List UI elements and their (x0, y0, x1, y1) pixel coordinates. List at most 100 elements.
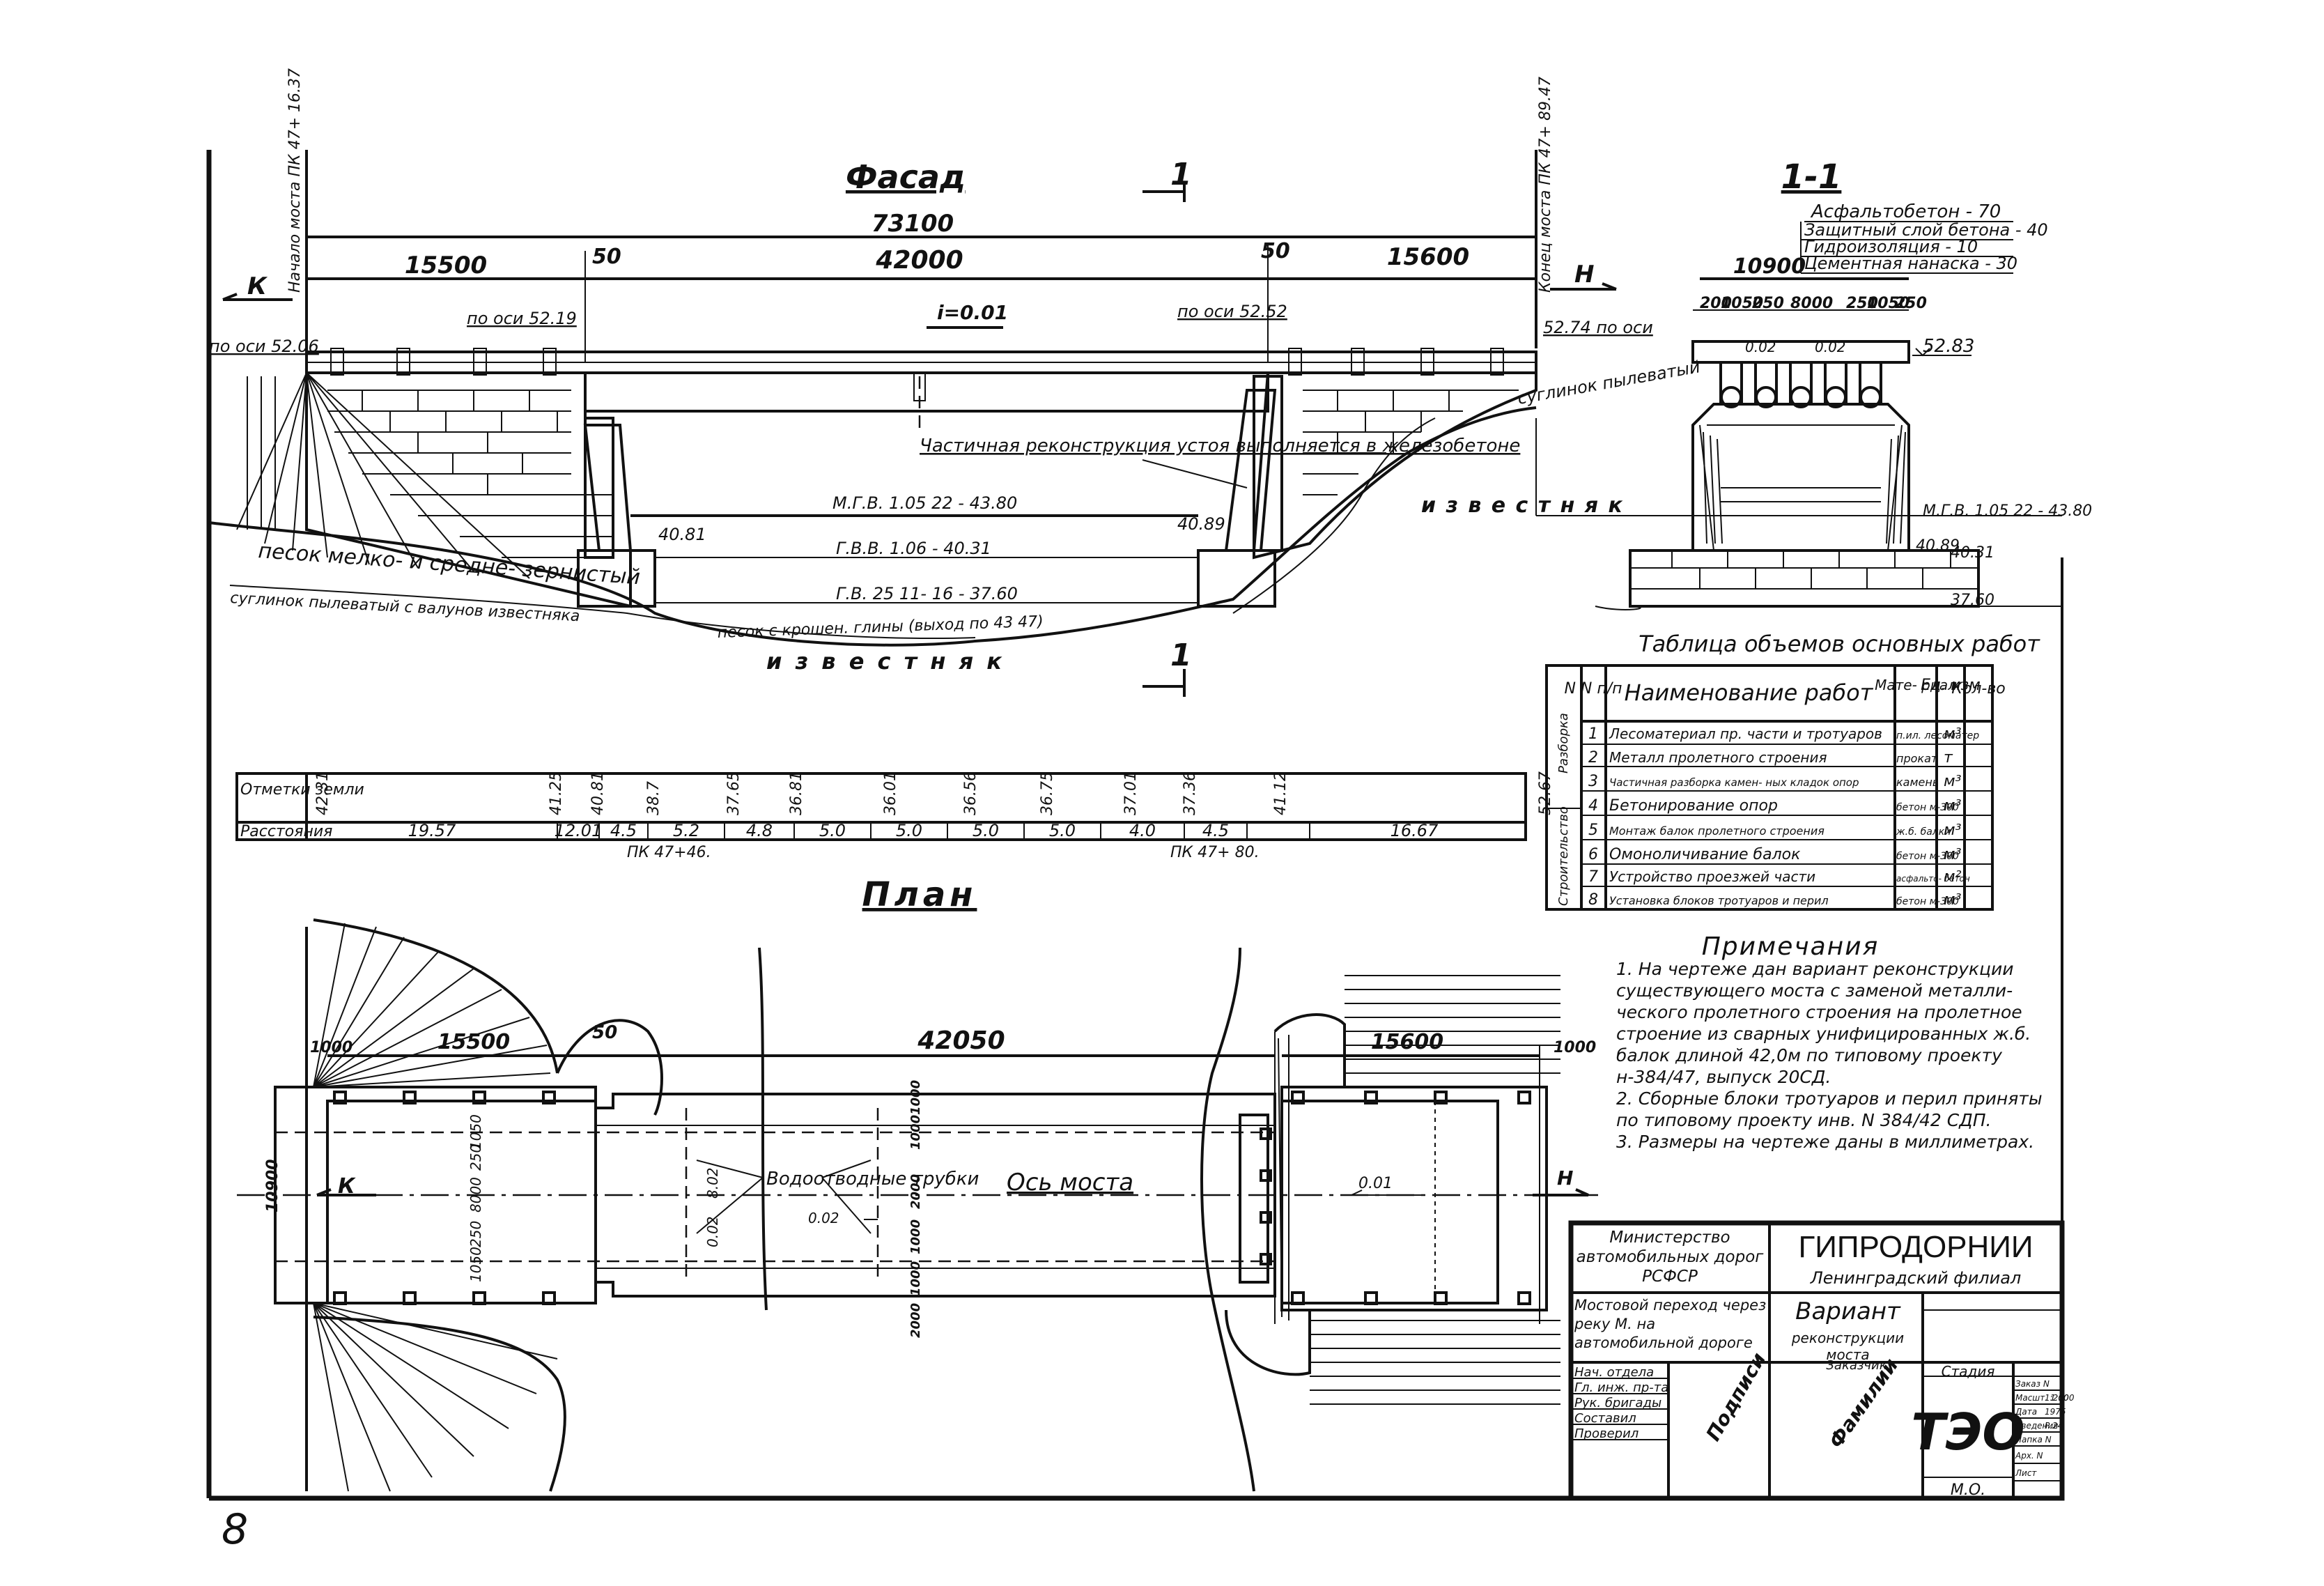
svg-text:8: 8 (1588, 891, 1598, 909)
svg-text:250: 250 (467, 1221, 484, 1247)
plan-side-dims: 1000 1000 2000 1000 1000 2000 (908, 1080, 923, 1338)
svg-text:Установка блоков тротуаров и п: Установка блоков тротуаров и перил (1609, 894, 1829, 907)
plan-right-hatch-top (1345, 975, 1560, 1074)
svg-text:Монтаж балок пролетного строен: Монтаж балок пролетного строения (1609, 824, 1825, 838)
tb-ministry: Министерство автомобильных дорог РСФСР (1576, 1229, 1764, 1286)
soil-loam-right: суглинок пылеватый (1516, 357, 1701, 408)
axis-start: по оси 52.06 (209, 337, 319, 356)
plan-edge-right: 1000 (1554, 1039, 1596, 1056)
wt-side-bottom: Строительство (1556, 806, 1571, 906)
svg-text:Бетонирование опор: Бетонирование опор (1609, 797, 1778, 815)
railing-posts (330, 348, 1504, 376)
svg-text:м³: м³ (1944, 822, 1962, 839)
svg-text:3: 3 (1588, 773, 1598, 790)
profile-row1-label: Отметки земли (240, 781, 364, 799)
reconstruction-note: Частичная реконструкция устоя выполняетс… (920, 436, 1520, 456)
svg-text:250: 250 (1895, 295, 1927, 312)
wt-row-5: 5 Монтаж балок пролетного строения ж.б. … (1588, 822, 1962, 839)
svg-text:Проверил: Проверил (1574, 1426, 1639, 1441)
tb-stage: ТЭО (1911, 1403, 2024, 1461)
plan-slope-left: 0.02 (808, 1210, 839, 1226)
svg-text:м³: м³ (1944, 773, 1962, 790)
tb-side-rows: Заказ N Масшт. 1:100 Дата Сведения Папка… (2015, 1379, 2075, 1478)
wt-row-6: 6 Омоноличивание балок бетон м-300 м³ (1588, 846, 1962, 863)
profile-ticks (557, 822, 1310, 840)
tb-branch: Ленинградский филиал (1810, 1268, 2022, 1288)
svg-text:250: 250 (467, 1144, 484, 1171)
note-leader-right (1142, 459, 1248, 488)
wt-row-1: 1 Лесоматериал пр. части и тротуаров п.и… (1588, 725, 1979, 743)
svg-text:Дата: Дата (2015, 1407, 2037, 1417)
svg-text:Сведения: Сведения (2015, 1421, 2058, 1431)
wt-row-7: 7 Устройство проезжей части асфальто- бе… (1588, 868, 1970, 886)
plan-mid-dim-1: 8.02 (704, 1167, 721, 1199)
svg-text:1:200: 1:200 (2045, 1393, 2069, 1403)
svg-text:40.81: 40.81 (589, 771, 607, 815)
facade-k-arrow (222, 293, 293, 301)
tb-variant-title: Вариант (1795, 1298, 1900, 1325)
tb-side-lines (2013, 1376, 2062, 1481)
svg-text:41.12: 41.12 (1272, 771, 1289, 815)
svg-text:1050: 1050 (467, 1247, 484, 1282)
svg-text:камень: камень (1896, 776, 1939, 789)
plan-span-total: 42050 (917, 1026, 1005, 1055)
svg-text:16.67: 16.67 (1390, 821, 1439, 840)
facade-view: Фасад 1 Начало моста ПК 47+ 16.37 Конец … (208, 68, 1702, 697)
section-mark-top: 1 (1170, 157, 1192, 192)
plan-right-bollards (1260, 1091, 1531, 1305)
level-gv: Г.В. 25 11- 16 - 37.60 (836, 584, 1018, 603)
level-mgv: М.Г.В. 1.05 22 - 43.80 (832, 493, 1017, 513)
svg-text:4.0: 4.0 (1129, 821, 1156, 840)
svg-text:4.5: 4.5 (1202, 821, 1229, 840)
plan-right-hatch-bottom (1310, 1320, 1560, 1405)
left-slope-hatch (236, 372, 530, 579)
svg-text:бетон м-300: бетон м-300 (1896, 896, 1959, 907)
plan-left-bollards (333, 1091, 556, 1305)
mid-marker (913, 372, 926, 401)
svg-text:4: 4 (1588, 797, 1598, 815)
plan-k-arrow (316, 1188, 376, 1196)
wt-head-qty: Кол-во (1951, 680, 2006, 698)
layer-2: Защитный слой бетона - 40 (1804, 220, 2048, 240)
section-view: 1-1 Асфальтобетон - 70 Защитный слой бет… (1595, 157, 2092, 610)
plan-left-inner (326, 1100, 597, 1304)
span-left: 15500 (405, 252, 487, 279)
ground-line (208, 406, 1537, 647)
plan-title: План (862, 875, 977, 914)
wt-row-4: 4 Бетонирование опор бетон м-300 м³ (1588, 797, 1962, 815)
plan-right-span: 15600 (1371, 1030, 1443, 1054)
svg-text:1975: 1975 (2045, 1407, 2066, 1417)
tb-sheet-label: М.О. (1951, 1481, 1985, 1499)
soil-limestone-right: и з в е с т н я к (1421, 493, 1624, 518)
pk-left: ПК 47+46. (627, 844, 711, 861)
svg-text:1000: 1000 (908, 1080, 923, 1115)
facade-n-arrow (1550, 282, 1617, 291)
svg-text:36.81: 36.81 (788, 771, 805, 815)
profile-table: Отметки земли Расстояния 42.31 41.25 40.… (235, 771, 1554, 861)
worktable-row-lines (1581, 744, 1992, 887)
notes-title: Примечания (1702, 932, 1880, 961)
wt-head-name: Наименование работ (1625, 679, 1874, 706)
tb-roles: Нач. отдела Гл. инж. пр-та Рук. бригады … (1574, 1365, 1668, 1441)
tb-variant-sub: реконструкции моста (1791, 1330, 1905, 1363)
svg-text:1000: 1000 (908, 1261, 923, 1296)
svg-text:м³: м³ (1944, 797, 1962, 815)
section-beams (1719, 361, 1882, 408)
soil-boundary-2 (1232, 417, 1436, 614)
section-level-found: 40.89 (1916, 537, 1960, 555)
svg-text:5: 5 (1588, 822, 1598, 839)
svg-text:200: 200 (1700, 295, 1732, 312)
svg-text:2000: 2000 (908, 1303, 923, 1338)
svg-text:37.65: 37.65 (725, 771, 743, 815)
page-number: 8 (222, 1505, 248, 1554)
svg-text:ж.б. балки: ж.б. балки (1896, 826, 1951, 838)
plan-drain-leaders (696, 1160, 872, 1234)
soil-loam: суглинок пылеватый с валунов известняка (230, 590, 580, 625)
section-deck (1691, 340, 1910, 364)
svg-text:36.56: 36.56 (962, 771, 979, 815)
svg-text:8000: 8000 (1790, 295, 1833, 312)
plan-right-abutment: 0.01 Н (758, 947, 1589, 1492)
wt-head-nn: N N п/п (1564, 680, 1622, 698)
svg-text:Заказ N: Заказ N (2015, 1379, 2050, 1389)
svg-text:250: 250 (1846, 295, 1878, 312)
